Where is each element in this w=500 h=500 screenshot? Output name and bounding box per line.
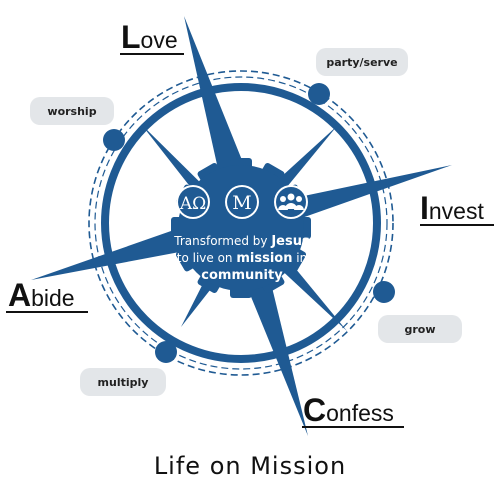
svg-text:party/serve: party/serve [326, 56, 397, 69]
pill-party-serve: party/serve [316, 48, 408, 76]
svg-text:worship: worship [47, 105, 96, 118]
label-confess: Confess [302, 392, 404, 428]
svg-text:Confess: Confess [303, 392, 394, 428]
ring-knob-ne [308, 83, 330, 105]
center-line-1: Transformed by Jesus [173, 234, 310, 249]
compass-ring [101, 83, 381, 363]
pill-multiply: multiply [80, 368, 166, 396]
pill-worship: worship [30, 97, 114, 125]
footer-title: Life on Mission [153, 452, 347, 480]
svg-text:M: M [232, 192, 251, 214]
svg-text:grow: grow [404, 323, 435, 336]
label-invest: Invest [420, 190, 494, 226]
svg-text:Love: Love [121, 19, 178, 55]
star-point-north [184, 16, 250, 196]
svg-text:AΩ: AΩ [179, 194, 206, 214]
center-line-3: community [201, 268, 283, 283]
star-point-south [236, 246, 308, 436]
m-monogram-icon: M [225, 185, 259, 219]
svg-text:Invest: Invest [420, 190, 484, 226]
center-line-2: to live on mission in [177, 251, 307, 266]
star-point-east [256, 165, 452, 232]
center-gear [171, 158, 311, 298]
dashed-ring-inner [94, 76, 388, 370]
pill-grow: grow [378, 315, 462, 343]
ring-knob-sw [155, 341, 177, 363]
alpha-omega-icon: AΩ [176, 185, 210, 219]
svg-text:multiply: multiply [98, 376, 149, 389]
ring-knob-nw [103, 129, 125, 151]
svg-text:Abide: Abide [8, 277, 75, 313]
dashed-ring [88, 70, 394, 376]
label-abide: Abide [6, 277, 88, 313]
community-people-icon [274, 185, 308, 219]
ring-knob-se [373, 281, 395, 303]
label-love: Love [120, 19, 184, 55]
